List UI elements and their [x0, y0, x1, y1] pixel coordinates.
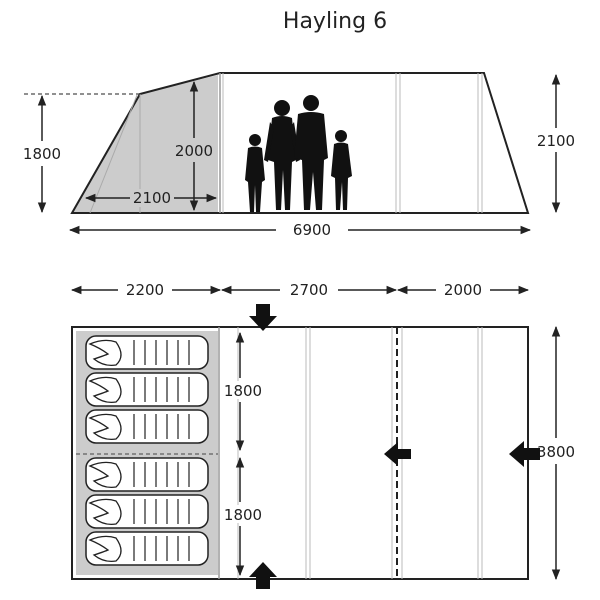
- bedroom-shading: [72, 75, 218, 213]
- entrance-arrow-icon: [249, 562, 277, 589]
- pole-line: [89, 94, 138, 214]
- sleeping-bags: [85, 335, 209, 566]
- floor-plan: 2200 2700 2000 1800 1800: [70, 281, 575, 589]
- side-view: 1800 2000 2100 2100 6900: [23, 72, 575, 239]
- page-title: Hayling 6: [283, 9, 387, 34]
- label-backdrop: [222, 381, 264, 399]
- sleeping-bag-icon: [85, 409, 209, 444]
- bedroom-length-label: 2100: [133, 189, 171, 207]
- section-width-label-1: 2200: [126, 281, 164, 299]
- label-backdrop: [131, 189, 173, 207]
- section-width-label-2: 2700: [290, 281, 328, 299]
- total-width-label: 3800: [537, 443, 575, 461]
- label-backdrop: [222, 505, 264, 523]
- berth-length-upper-label: 1800: [224, 382, 262, 400]
- family-silhouette-icon: [245, 95, 352, 212]
- sleeping-bag-icon: [85, 372, 209, 407]
- section-width-label-3: 2000: [444, 281, 482, 299]
- sleeping-bag-icon: [85, 335, 209, 370]
- door-arrow-icon: [384, 442, 411, 466]
- sleeping-bag-icon: [85, 531, 209, 566]
- total-length-label: 6900: [293, 221, 331, 239]
- berth-length-lower-label: 1800: [224, 506, 262, 524]
- main-height-label: 2100: [537, 132, 575, 150]
- sleeping-bag-icon: [85, 494, 209, 529]
- tent-side-outline: [70, 72, 530, 214]
- entrance-arrow-icon: [249, 304, 277, 331]
- door-arrow-icon: [509, 441, 540, 467]
- sleeping-bag-icon: [85, 457, 209, 492]
- bedroom-height-label: 2000: [175, 142, 213, 160]
- awning-height-label: 1800: [23, 145, 61, 163]
